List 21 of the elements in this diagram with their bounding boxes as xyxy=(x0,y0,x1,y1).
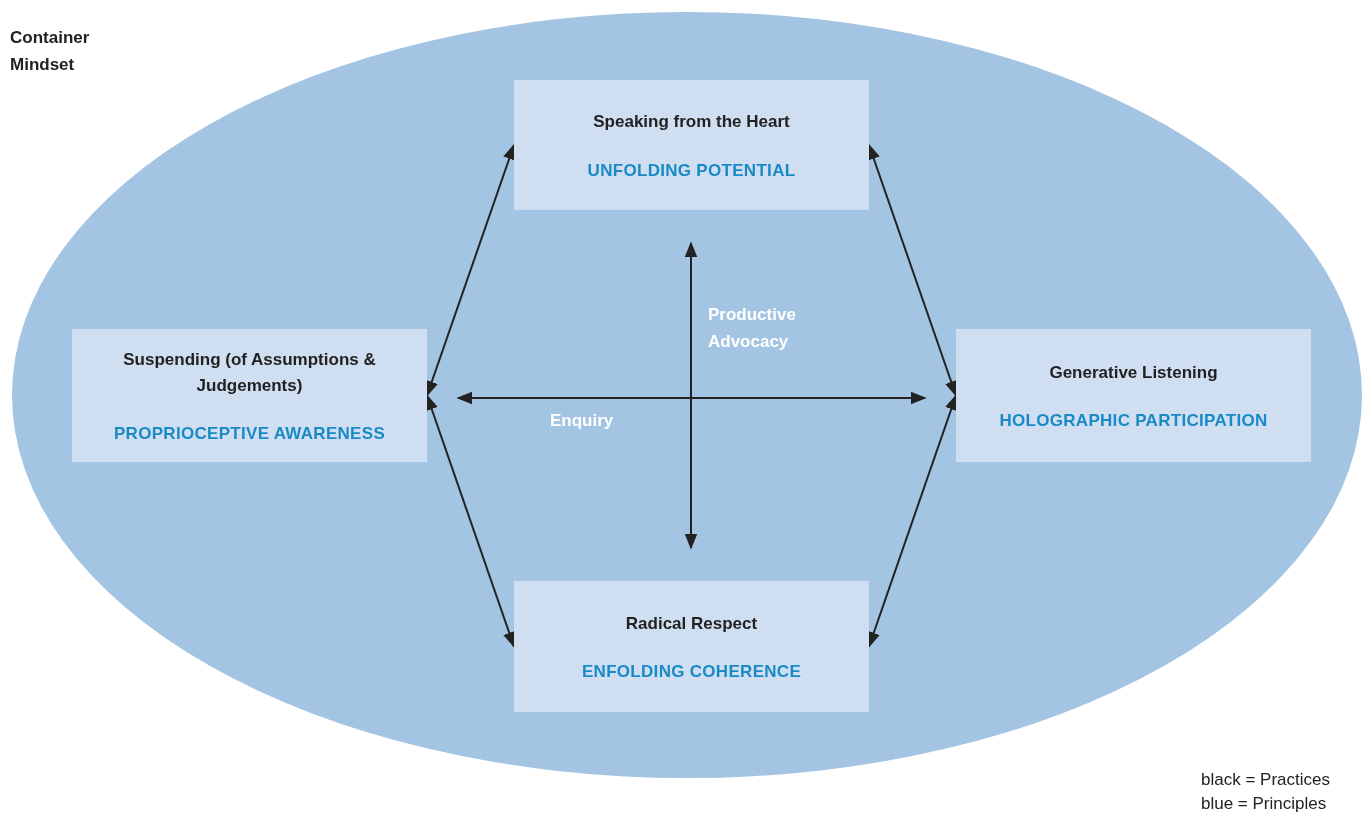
container-heading: Container Mindset xyxy=(10,27,91,77)
practice-label: Generative Listening xyxy=(1049,361,1218,384)
practice-label: Speaking from the Heart xyxy=(593,111,790,134)
axis-label: Enquiry xyxy=(550,410,615,432)
principle-label: UNFOLDING POTENTIAL xyxy=(587,160,796,181)
practice-label: Suspending (of Assumptions & Judgements) xyxy=(122,349,377,397)
axis-label: Productive Advocacy xyxy=(708,304,797,354)
legend-text: black = Practices xyxy=(1201,770,1331,790)
double-arrow xyxy=(867,394,958,648)
principle-label: PROPRIOCEPTIVE AWARENESS xyxy=(113,424,386,444)
practice-box xyxy=(956,329,1311,462)
principle-label: HOLOGRAPHIC PARTICIPATION xyxy=(999,411,1268,432)
legend-text: blue = Principles xyxy=(1201,794,1328,814)
double-arrow xyxy=(425,394,516,648)
principle-label: ENFOLDING COHERENCE xyxy=(581,662,802,683)
practice-box xyxy=(514,581,869,712)
practice-box xyxy=(72,329,427,462)
practice-box xyxy=(514,80,869,210)
practice-label: Radical Respect xyxy=(625,612,758,635)
double-arrow xyxy=(867,143,958,397)
double-arrow xyxy=(425,143,516,397)
